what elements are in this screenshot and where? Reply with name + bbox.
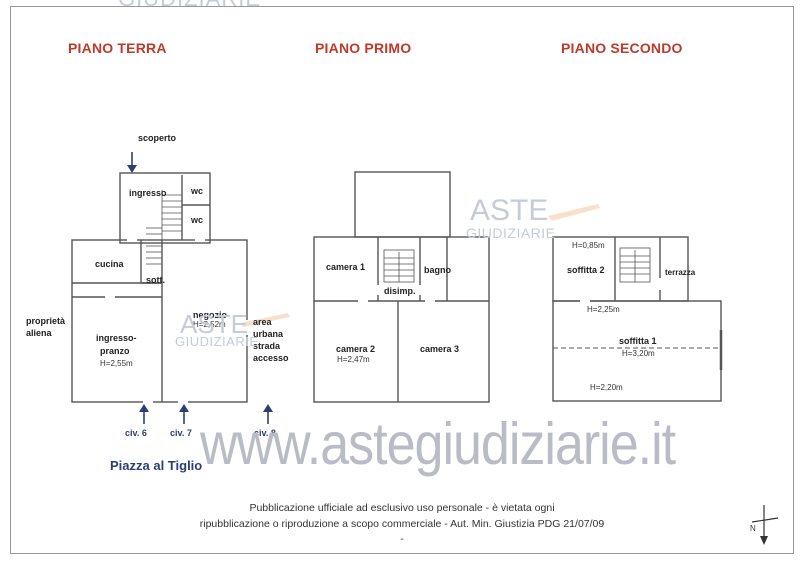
title-piano-primo: PIANO PRIMO [315, 40, 412, 56]
watermark-giudiziarie-1: GIUDIZIARIE [466, 225, 556, 241]
label-strada: strada [253, 341, 281, 351]
label-camera-1: camera 1 [326, 262, 366, 272]
arrow-civ8-icon [263, 404, 273, 424]
label-h-0-85: H=0,85m [572, 241, 605, 250]
label-scoperto: scoperto [138, 133, 177, 143]
label-piazza: Piazza al Tiglio [110, 458, 203, 473]
footer-line-1: Pubblicazione ufficiale ad esclusivo uso… [249, 502, 555, 514]
label-soffitta-2: soffitta 2 [567, 265, 605, 275]
watermark-giudiziarie-2: GIUDIZIARIE [175, 334, 259, 349]
label-camera-3: camera 3 [420, 344, 460, 354]
label-accesso: accesso [253, 353, 289, 363]
title-piano-terra: PIANO TERRA [68, 40, 167, 56]
arrow-civ7-icon [179, 404, 189, 424]
first-main-block [313, 236, 490, 403]
label-ingresso-pranzo-1: ingresso- [96, 333, 137, 343]
label-urbana: urbana [253, 329, 284, 339]
label-aliena: aliena [26, 328, 52, 338]
second-floor-plan [552, 236, 723, 402]
footer-line-2: ripubblicazione o riproduzione a scopo c… [199, 518, 605, 530]
label-ingresso-pranzo-height: H=2,55m [100, 359, 133, 368]
north-label: N [750, 524, 756, 533]
watermark-aste-2: ASTE [180, 309, 248, 339]
label-civ-8: civ. 8 [254, 428, 276, 438]
label-ingresso-pranzo-2: pranzo [100, 346, 130, 356]
label-negozio: negozio [193, 310, 227, 320]
arrow-scoperto-icon [127, 152, 137, 173]
label-ingresso: ingresso [129, 188, 167, 198]
label-wc-1: wc [191, 186, 204, 196]
ground-floor-plan [71, 172, 249, 404]
label-terrazza: terrazza [665, 268, 696, 277]
label-civ-7: civ. 7 [170, 428, 192, 438]
north-arrow-icon [751, 505, 779, 545]
watermark-pencil-icon [240, 204, 600, 327]
label-sott: sott. [146, 275, 165, 285]
label-area: area [253, 317, 272, 327]
drawing-frame [10, 6, 794, 554]
label-cucina: cucina [95, 259, 124, 269]
label-proprieta: proprietà [26, 316, 66, 326]
label-camera-2-height: H=2,47m [337, 355, 370, 364]
watermark-site: www.astegiudiziarie.it [200, 411, 676, 478]
label-negozio-height: H=2,52m [193, 320, 226, 329]
label-camera-2: camera 2 [336, 344, 376, 354]
label-h-2-20: H=2,20m [590, 383, 623, 392]
ground-upper-block [119, 172, 211, 244]
label-civ-6: civ. 6 [125, 428, 147, 438]
label-wc-2: wc [191, 215, 204, 225]
footer-line-3: - [400, 533, 404, 545]
label-soffitta-1: soffitta 1 [619, 336, 657, 346]
first-upper-outline [354, 171, 451, 238]
label-disimp: disimp. [384, 286, 416, 296]
label-h-3-20: H=3,20m [622, 349, 655, 358]
watermark-aste-1: ASTE [470, 194, 549, 227]
label-bagno: bagno [424, 265, 451, 275]
first-floor-plan [313, 171, 490, 403]
label-h-2-25: H=2,25m [587, 305, 620, 314]
arrow-civ6-icon [139, 404, 149, 424]
watermark-top: GIUDIZIARIE [118, 0, 261, 12]
title-piano-secondo: PIANO SECONDO [561, 40, 683, 56]
